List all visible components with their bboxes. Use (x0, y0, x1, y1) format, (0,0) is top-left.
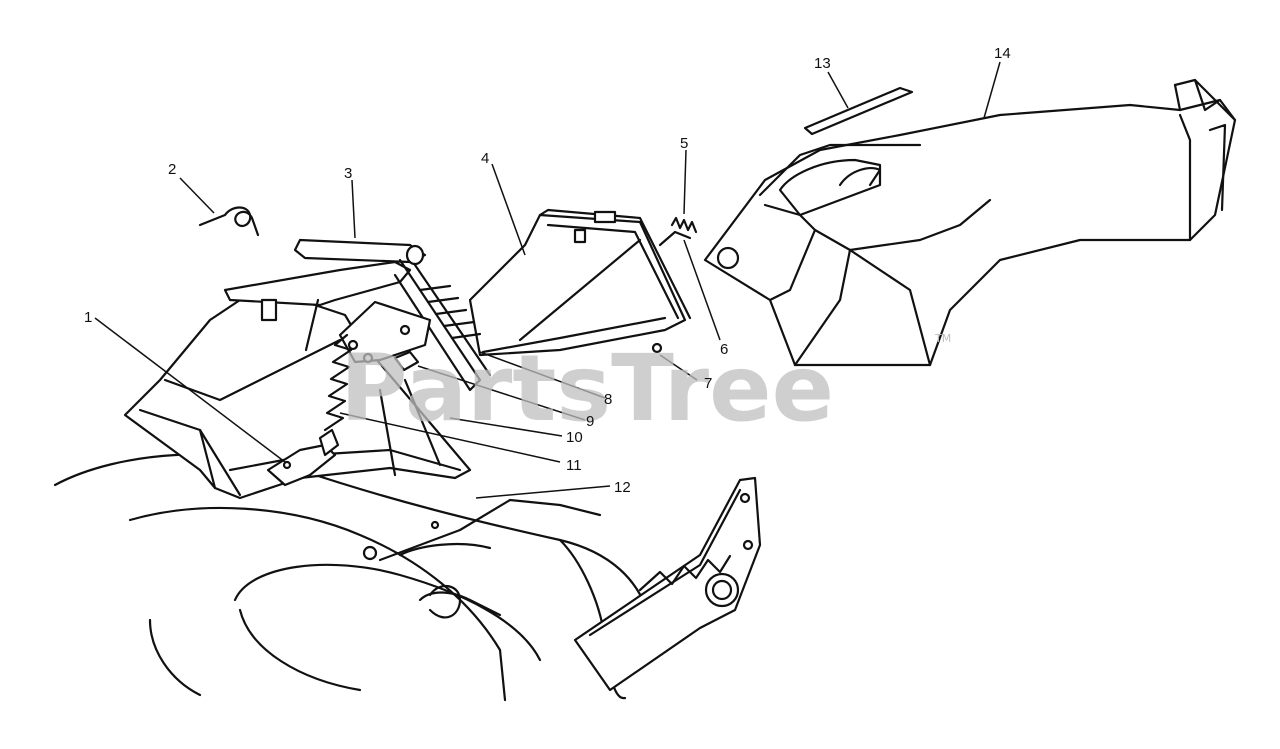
torsion-spring-part-2 (198, 206, 260, 237)
callout-7: 7 (704, 375, 712, 392)
callout-1: 1 (84, 309, 92, 326)
watermark-text: PartsTree (340, 335, 834, 442)
hinge-plate-part-1 (266, 428, 340, 487)
pivot-bracket-part-8 (338, 300, 432, 364)
callout-13: 13 (814, 55, 831, 72)
callout-labels: 1 2 3 4 5 6 7 8 9 10 11 12 13 14 (84, 45, 1011, 496)
deflector-housing (123, 298, 472, 500)
handle-lever-part-3 (223, 238, 492, 392)
spring-part-11 (304, 298, 353, 432)
callout-2: 2 (168, 161, 176, 178)
callout-9: 9 (586, 413, 594, 430)
part-13-strip (803, 86, 914, 136)
callout-5: 5 (680, 135, 688, 152)
rear-cover (468, 208, 692, 357)
callout-6: 6 (720, 341, 728, 358)
callout-11: 11 (566, 457, 582, 474)
callout-14: 14 (994, 45, 1011, 62)
watermark-tm: TM (934, 332, 951, 345)
height-adjuster-bracket (573, 476, 762, 692)
callout-12: 12 (614, 479, 631, 496)
callout-3: 3 (344, 165, 352, 182)
bolt-part-9 (347, 339, 420, 372)
callout-10: 10 (566, 429, 583, 446)
callout-8: 8 (604, 391, 612, 408)
discharge-chute (703, 78, 1237, 367)
spring-part-5 (658, 216, 698, 247)
mower-deck (53, 453, 652, 702)
callout-4: 4 (481, 150, 489, 167)
parts-tree-watermark: PartsTree TM (340, 332, 951, 442)
leader-lines (94, 61, 1001, 499)
